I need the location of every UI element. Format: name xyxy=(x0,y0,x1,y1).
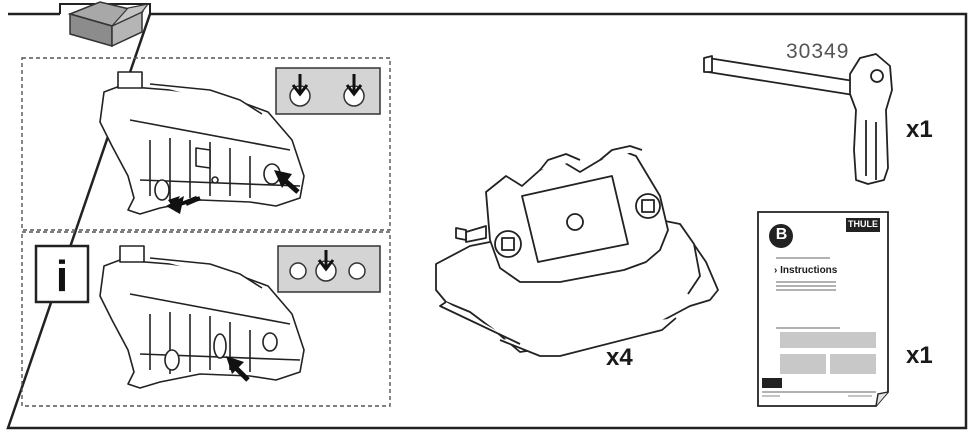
svg-text:i: i xyxy=(56,252,68,301)
allen-key-tool-icon xyxy=(703,53,893,185)
foot-bracket-top xyxy=(99,71,305,215)
instruction-booklet-icon xyxy=(757,211,889,407)
manual-heading-text: Instructions xyxy=(780,265,838,276)
chevron-right-icon: › xyxy=(774,265,778,276)
arrow-insert-bottom xyxy=(226,356,250,382)
foot-quantity: x4 xyxy=(606,344,633,371)
foot-bracket-bottom xyxy=(99,245,305,389)
open-box-icon xyxy=(59,1,151,48)
roof-rack-foot-icon xyxy=(435,145,719,357)
hint-panel-three-holes xyxy=(277,245,381,293)
manual-badge-letter: B xyxy=(775,226,788,243)
hint-panel-two-holes xyxy=(275,67,381,115)
dashed-panel-top xyxy=(21,57,391,231)
manual-heading: › Instructions xyxy=(774,265,837,276)
info-icon: i xyxy=(34,244,90,304)
tool-part-number: 30349 xyxy=(786,40,850,63)
arrow-insert-top-left xyxy=(166,196,201,214)
dashed-panel-bottom xyxy=(21,231,391,407)
tool-quantity: x1 xyxy=(906,116,933,143)
arrow-insert-top-right xyxy=(274,170,300,194)
manual-brand: THULE xyxy=(848,219,878,229)
manual-quantity: x1 xyxy=(906,342,933,369)
